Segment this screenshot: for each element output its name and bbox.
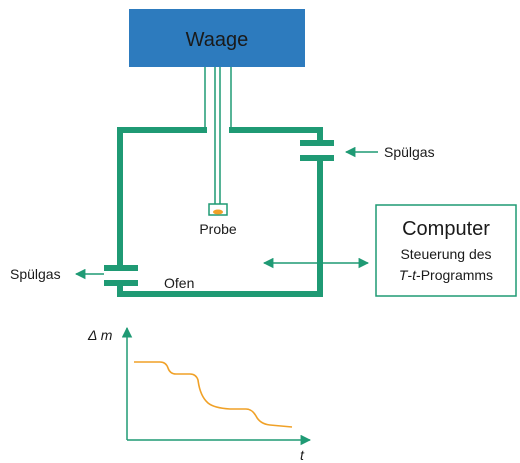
balance-box — [129, 9, 305, 67]
suspension-wires — [204, 67, 232, 205]
computer-line1: Steuerung des — [400, 246, 491, 262]
computer-line2-dash: - — [407, 267, 412, 283]
sample-label: Probe — [199, 221, 237, 237]
graph-x-label: t — [300, 447, 305, 463]
computer-line2-T: T — [399, 267, 409, 283]
purge-gas-top-label: Spülgas — [384, 144, 435, 160]
furnace-label: Ofen — [164, 275, 194, 291]
purge-gas-bottom-label: Spülgas — [10, 266, 61, 282]
computer-box — [375, 204, 517, 297]
graph-y-label: Δ m — [87, 327, 113, 343]
sample-crucible — [208, 203, 228, 216]
computer-line2: T-t-Programms — [399, 267, 493, 283]
mass-loss-curve — [134, 361, 293, 428]
computer-line2-rest: -Programms — [416, 267, 493, 283]
furnace-walls — [104, 127, 334, 297]
computer-line2-t: t — [412, 267, 417, 283]
computer-title: Computer — [402, 218, 490, 240]
balance-label: Waage — [186, 29, 249, 51]
